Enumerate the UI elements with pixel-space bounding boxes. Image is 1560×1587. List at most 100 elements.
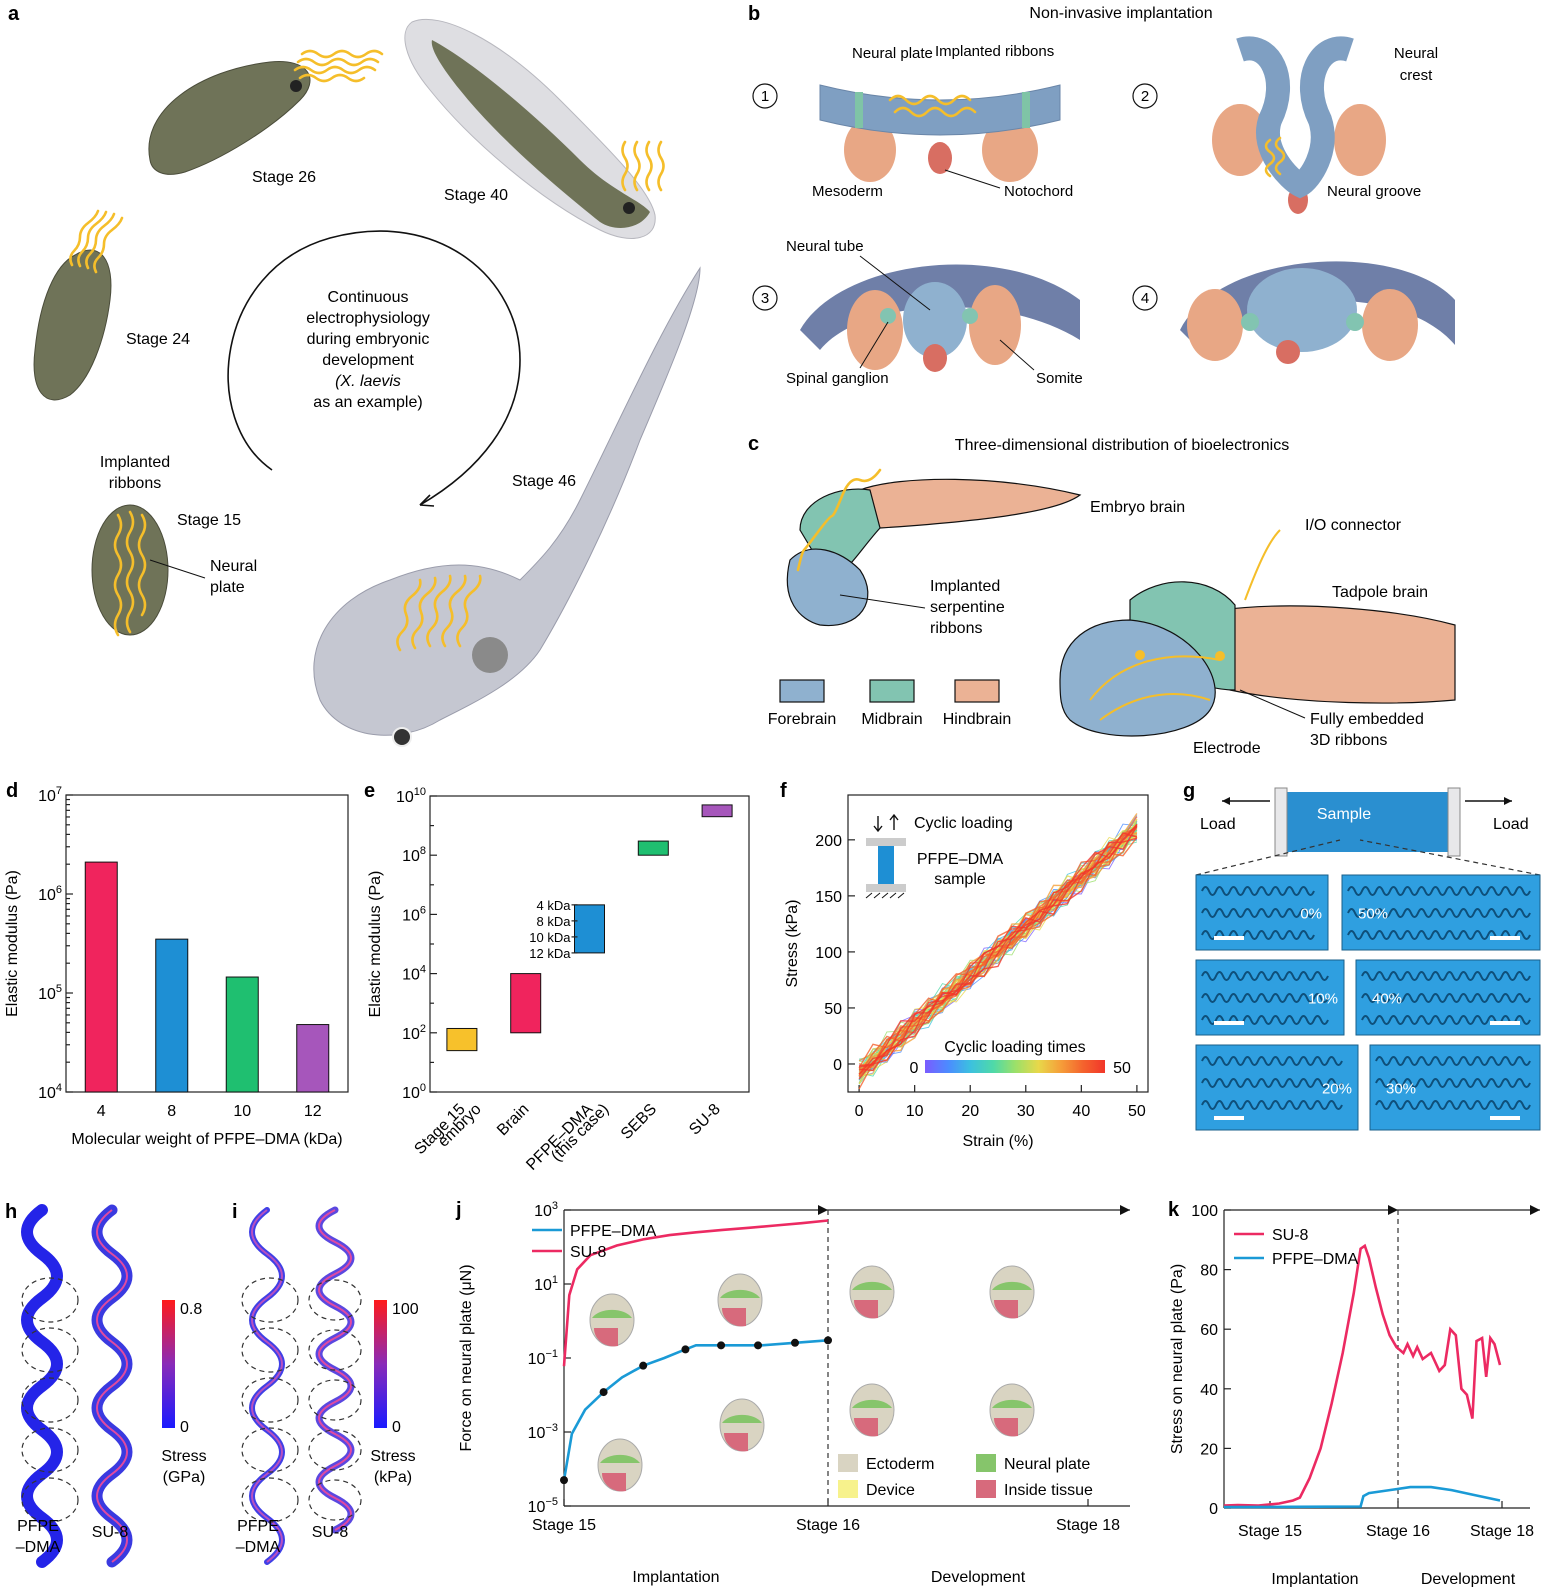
f-cycle-line-49 [858,823,1138,1068]
j-embryo-inside-5 [853,1300,878,1319]
step-2-circle [1132,83,1158,109]
j-ylabel: Force on neural plate (μN) [458,1264,475,1451]
f-ytick-label-0: 0 [833,1057,842,1074]
h-undeformed-outline [21,1477,79,1523]
i-undeformed-outline [241,1427,299,1473]
panel-c-title: Three-dimensional distribution of bioele… [955,437,1289,454]
f-ytick-label-1: 50 [824,1001,842,1018]
k-legend-label-1: PFPE–DMA [1272,1251,1359,1268]
strain-tile-serpentine [1201,886,1315,896]
e-range-bar-3 [637,840,669,856]
i-pfpe-ribbon-edge [251,1209,283,1563]
stage-24-embryo-illustration [33,209,124,401]
i-colorbar [374,1300,387,1428]
j-tissue-swatch-2 [838,1480,858,1498]
d-bar-10 [225,976,259,1093]
k-ytick-label-5: 100 [1191,1203,1218,1220]
strain-tile-serpentine [1201,908,1315,918]
stage-26-embryo-illustration [148,49,384,175]
tadpole-brain-label: Tadpole brain [1332,584,1428,601]
panel-d-label: d [6,780,18,802]
k-xtick-label-2: Stage 18 [1470,1523,1534,1540]
strain-tile-serpentine [1201,1100,1343,1110]
embryo-brain-illustration [786,468,1082,627]
i-undeformed-outline [241,1277,299,1323]
legend-midbrain-label: Midbrain [861,711,922,728]
e-ytick-label-3: 106 [402,904,426,924]
strain-tile-serpentine [1361,1015,1531,1025]
e-ytick-label-2: 104 [402,964,426,984]
io-connector-label: I/O connector [1305,517,1402,534]
j-tissue-label-2: Device [866,1482,915,1499]
implanted-serpentine-line-2: serpentine [930,599,1005,616]
f-inset-arrows [873,813,899,833]
f-inset-sample [878,846,894,884]
h-undeformed-outline [21,1427,79,1473]
f-inset-clamp-top [866,838,906,846]
d-ytick-label-0: 104 [38,1082,62,1102]
step-4-illustration [1180,261,1455,364]
i-colorbar-title-1: Stress [370,1448,415,1465]
j-series-SU-8 [562,1219,829,1367]
j-embryo-inside-1 [593,1328,618,1347]
scale-bar-1 [1490,936,1520,940]
h-undeformed-outline [21,1327,79,1373]
panel-g-label: g [1183,780,1195,802]
tadpole-brain-illustration [1059,529,1456,737]
d-xtick-label-3: 12 [304,1103,322,1120]
j-embryo-neural-plate-6 [992,1399,1032,1408]
e-range-bar-2 [574,904,605,954]
d-xtick-label-2: 10 [233,1103,251,1120]
k-ytick-label-0: 0 [1209,1501,1218,1518]
h-colorbar-title-2: (GPa) [163,1469,206,1486]
j-tissue-swatch-3 [976,1480,996,1498]
e-pfpe-annotation-3: 12 kDa [529,946,571,961]
i-undeformed-outline [241,1477,299,1523]
implanted-ribbons-line-1: Implanted [100,454,170,471]
e-pfpe-annotation-2: 10 kDa [529,930,571,945]
k-top-arrowhead [1530,1205,1540,1215]
b-neural-tube-label: Neural tube [786,238,864,255]
j-embryo-neural-plate-4 [852,1399,892,1408]
panel-e-label: e [364,780,375,802]
panel-i-label: i [232,1201,238,1223]
j-embryo-inside-0 [601,1473,626,1492]
b-spinal-ganglion-label: Spinal ganglion [786,370,889,387]
b-implanted-ribbons-label: Implanted ribbons [935,43,1054,60]
e-ytick-label-0: 100 [402,1082,426,1102]
b-neural-crest-line-2: crest [1400,67,1433,84]
stage-46-tadpole-illustration [313,266,701,747]
k-series-PFPE–DMA [1223,1485,1501,1509]
neural-plate-a-line-2: plate [210,579,245,596]
f-xtick-label-4: 40 [1072,1103,1090,1120]
implanted-serpentine-line-3: ribbons [930,620,982,637]
i-undeformed-outline [241,1327,299,1373]
electrode-label: Electrode [1193,740,1261,757]
j-embryo-neural-plate-1 [592,1309,632,1318]
j-embryo-neural-plate-5 [852,1281,892,1290]
k-mid-arrowhead [1388,1205,1398,1215]
d-ytick-label-1: 105 [38,983,62,1003]
k-ytick-label-1: 20 [1200,1441,1218,1458]
strain-label-1: 50% [1358,906,1388,923]
j-embryo-inside-6 [993,1418,1018,1437]
j-legend-label-1: SU-8 [570,1244,607,1261]
j-phase-implantation: Implantation [632,1569,719,1586]
panel-b: b Non-invasive implantation 1 Neural pla… [748,3,1455,387]
implanted-serpentine-line-1: Implanted [930,578,1000,595]
b-mesoderm-label: Mesoderm [812,183,883,200]
e-ytick-label-5: 1010 [396,786,426,806]
j-tissue-swatch-0 [838,1454,858,1472]
f-cycle-line-44 [858,816,1138,1069]
h-su8-ribbon-edge [96,1209,128,1563]
i-left-label-1: PFPE [237,1518,279,1535]
e-range-bar-4 [701,804,733,818]
d-xlabel: Molecular weight of PFPE–DMA (kDa) [71,1131,342,1148]
f-cycle-line-47 [858,837,1138,1080]
j-marker-2 [639,1361,648,1370]
j-embryo-inside-3 [721,1308,746,1327]
h-colorbar-title-1: Stress [161,1448,206,1465]
